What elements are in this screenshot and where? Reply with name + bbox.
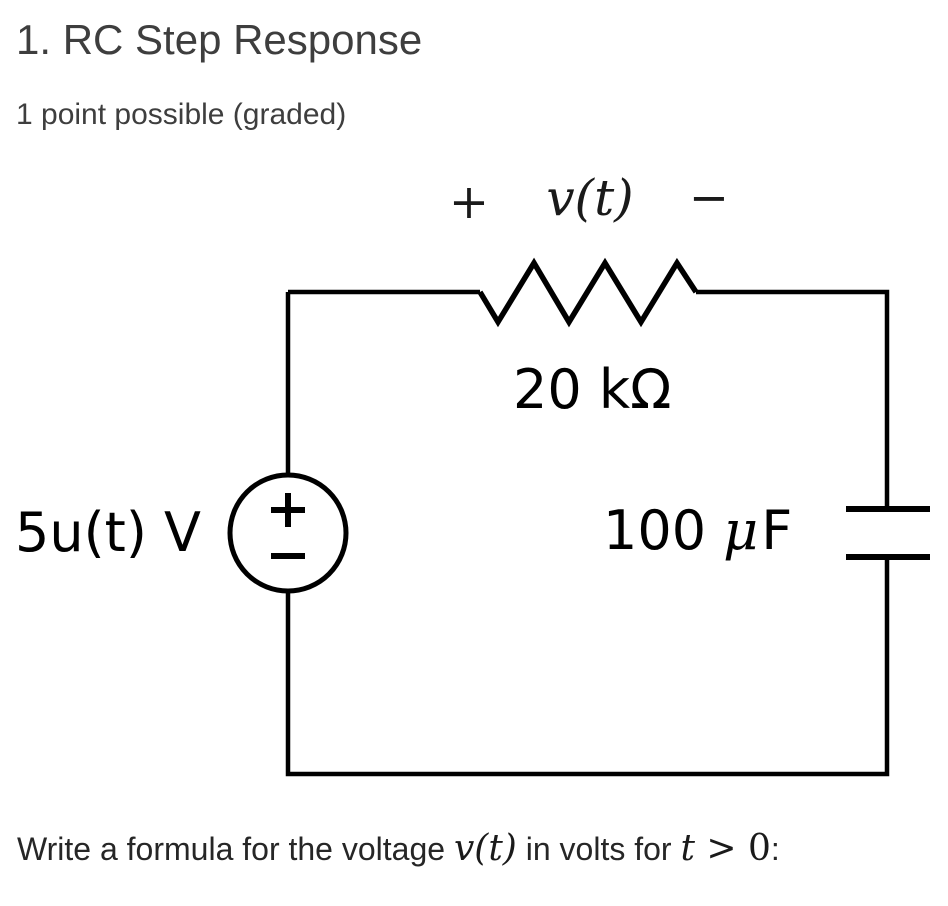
question-text-end: : — [770, 831, 780, 867]
voltage-source-circle — [227, 472, 349, 594]
circuit-diagram: + v(t) − 20 kΩ 5u(t) V 100 μF — [15, 169, 930, 777]
capacitor-value-label: 100 μF — [603, 499, 792, 562]
resistor-voltage-label: v(t) — [546, 169, 633, 227]
question-text-before: Write a formula for the voltage — [17, 831, 454, 867]
question-text-mid: in volts for — [516, 831, 681, 867]
source-value-label: 5u(t) V — [15, 501, 201, 564]
question-math-voltage: v(t) — [453, 828, 517, 869]
bottom-return-wire — [285, 557, 890, 777]
question-math-t: t — [680, 828, 695, 869]
points-possible-label: 1 point possible (graded) — [16, 98, 347, 131]
voltage-source-symbol — [227, 472, 349, 594]
capacitor-unit: F — [761, 499, 792, 562]
voltage-polarity-minus-label: − — [689, 170, 729, 226]
problem-title: 1. RC Step Response — [16, 16, 423, 63]
capacitor-symbol — [846, 506, 930, 560]
plus-sign-icon — [271, 493, 305, 527]
question-text: Write a formula for the voltage v(t) in … — [17, 826, 780, 873]
question-math-comparison: > 0 — [694, 828, 771, 869]
capacitor-value-number: 100 — [603, 499, 706, 562]
resistor-zigzag — [477, 257, 699, 328]
capacitor-mu-symbol: μ — [723, 499, 758, 562]
top-wire-right — [696, 289, 890, 509]
resistor-value-label: 20 kΩ — [513, 358, 671, 421]
voltage-polarity-plus-label: + — [449, 174, 489, 230]
